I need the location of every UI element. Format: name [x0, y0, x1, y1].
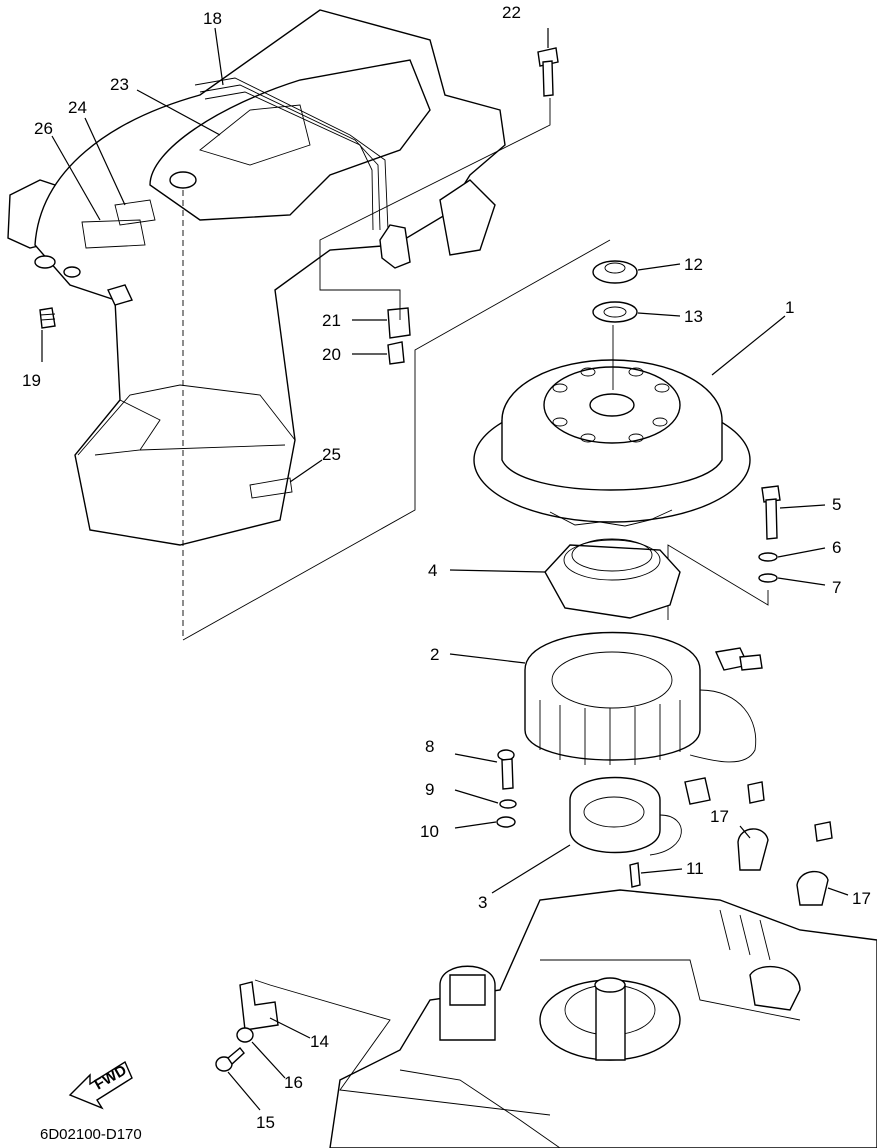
- callout-19: 19: [22, 371, 41, 390]
- callout-17-upper: 17: [710, 807, 729, 826]
- stator-base-4: [544, 538, 681, 619]
- callout-24: 24: [68, 98, 87, 117]
- washer-10: [496, 816, 516, 828]
- callout-6: 6: [832, 538, 841, 557]
- callout-16: 16: [284, 1073, 303, 1092]
- washer-6: [758, 552, 778, 562]
- callout-labels: 1 2 3 4 5 6 7 8 9 10 11 12 13 14 15 16 1…: [22, 3, 871, 1132]
- bolt-5: [761, 485, 781, 540]
- bolt-22: [537, 47, 559, 97]
- callout-23: 23: [110, 75, 129, 94]
- callout-14: 14: [310, 1032, 329, 1051]
- callout-9: 9: [425, 780, 434, 799]
- washer-16: [236, 1027, 254, 1043]
- fwd-arrow-icon: FWD: [68, 1060, 133, 1110]
- callout-7: 7: [832, 578, 841, 597]
- leader-lines: [41, 27, 849, 1111]
- callout-21: 21: [322, 311, 341, 330]
- callout-15: 15: [256, 1113, 275, 1132]
- pulser-coil-3: [569, 776, 711, 856]
- callout-8: 8: [425, 737, 434, 756]
- callout-26: 26: [34, 119, 53, 138]
- callout-17-lower: 17: [852, 889, 871, 908]
- collar-20: [387, 341, 405, 365]
- callout-22: 22: [502, 3, 521, 22]
- callout-5: 5: [832, 495, 841, 514]
- callout-20: 20: [322, 345, 341, 364]
- washer-13: [592, 301, 638, 323]
- screw-8: [497, 749, 515, 790]
- screw-15: [215, 1047, 245, 1072]
- callout-4: 4: [428, 561, 437, 580]
- drawing-code: 6D02100-D170: [40, 1126, 142, 1143]
- bracket-14: [239, 981, 279, 1031]
- stator-2: [524, 631, 763, 765]
- callout-3: 3: [478, 893, 487, 912]
- flywheel-1: [473, 359, 751, 527]
- callout-2: 2: [430, 645, 439, 664]
- powerhead: [329, 889, 877, 1148]
- nut-12: [592, 260, 638, 284]
- flywheel-cover: [7, 9, 506, 640]
- callout-10: 10: [420, 822, 439, 841]
- callout-18: 18: [203, 9, 222, 28]
- callout-13: 13: [684, 307, 703, 326]
- clamp-17a: [737, 781, 769, 871]
- washer-7: [758, 573, 778, 583]
- grommet-19: [39, 307, 56, 329]
- washer-9: [499, 799, 517, 809]
- key-11: [629, 862, 641, 888]
- callout-11: 11: [686, 859, 704, 878]
- clamp-17b: [796, 821, 833, 906]
- grommet-21: [387, 307, 411, 339]
- callout-25: 25: [322, 445, 341, 464]
- callout-12: 12: [684, 255, 703, 274]
- callout-1: 1: [785, 298, 794, 317]
